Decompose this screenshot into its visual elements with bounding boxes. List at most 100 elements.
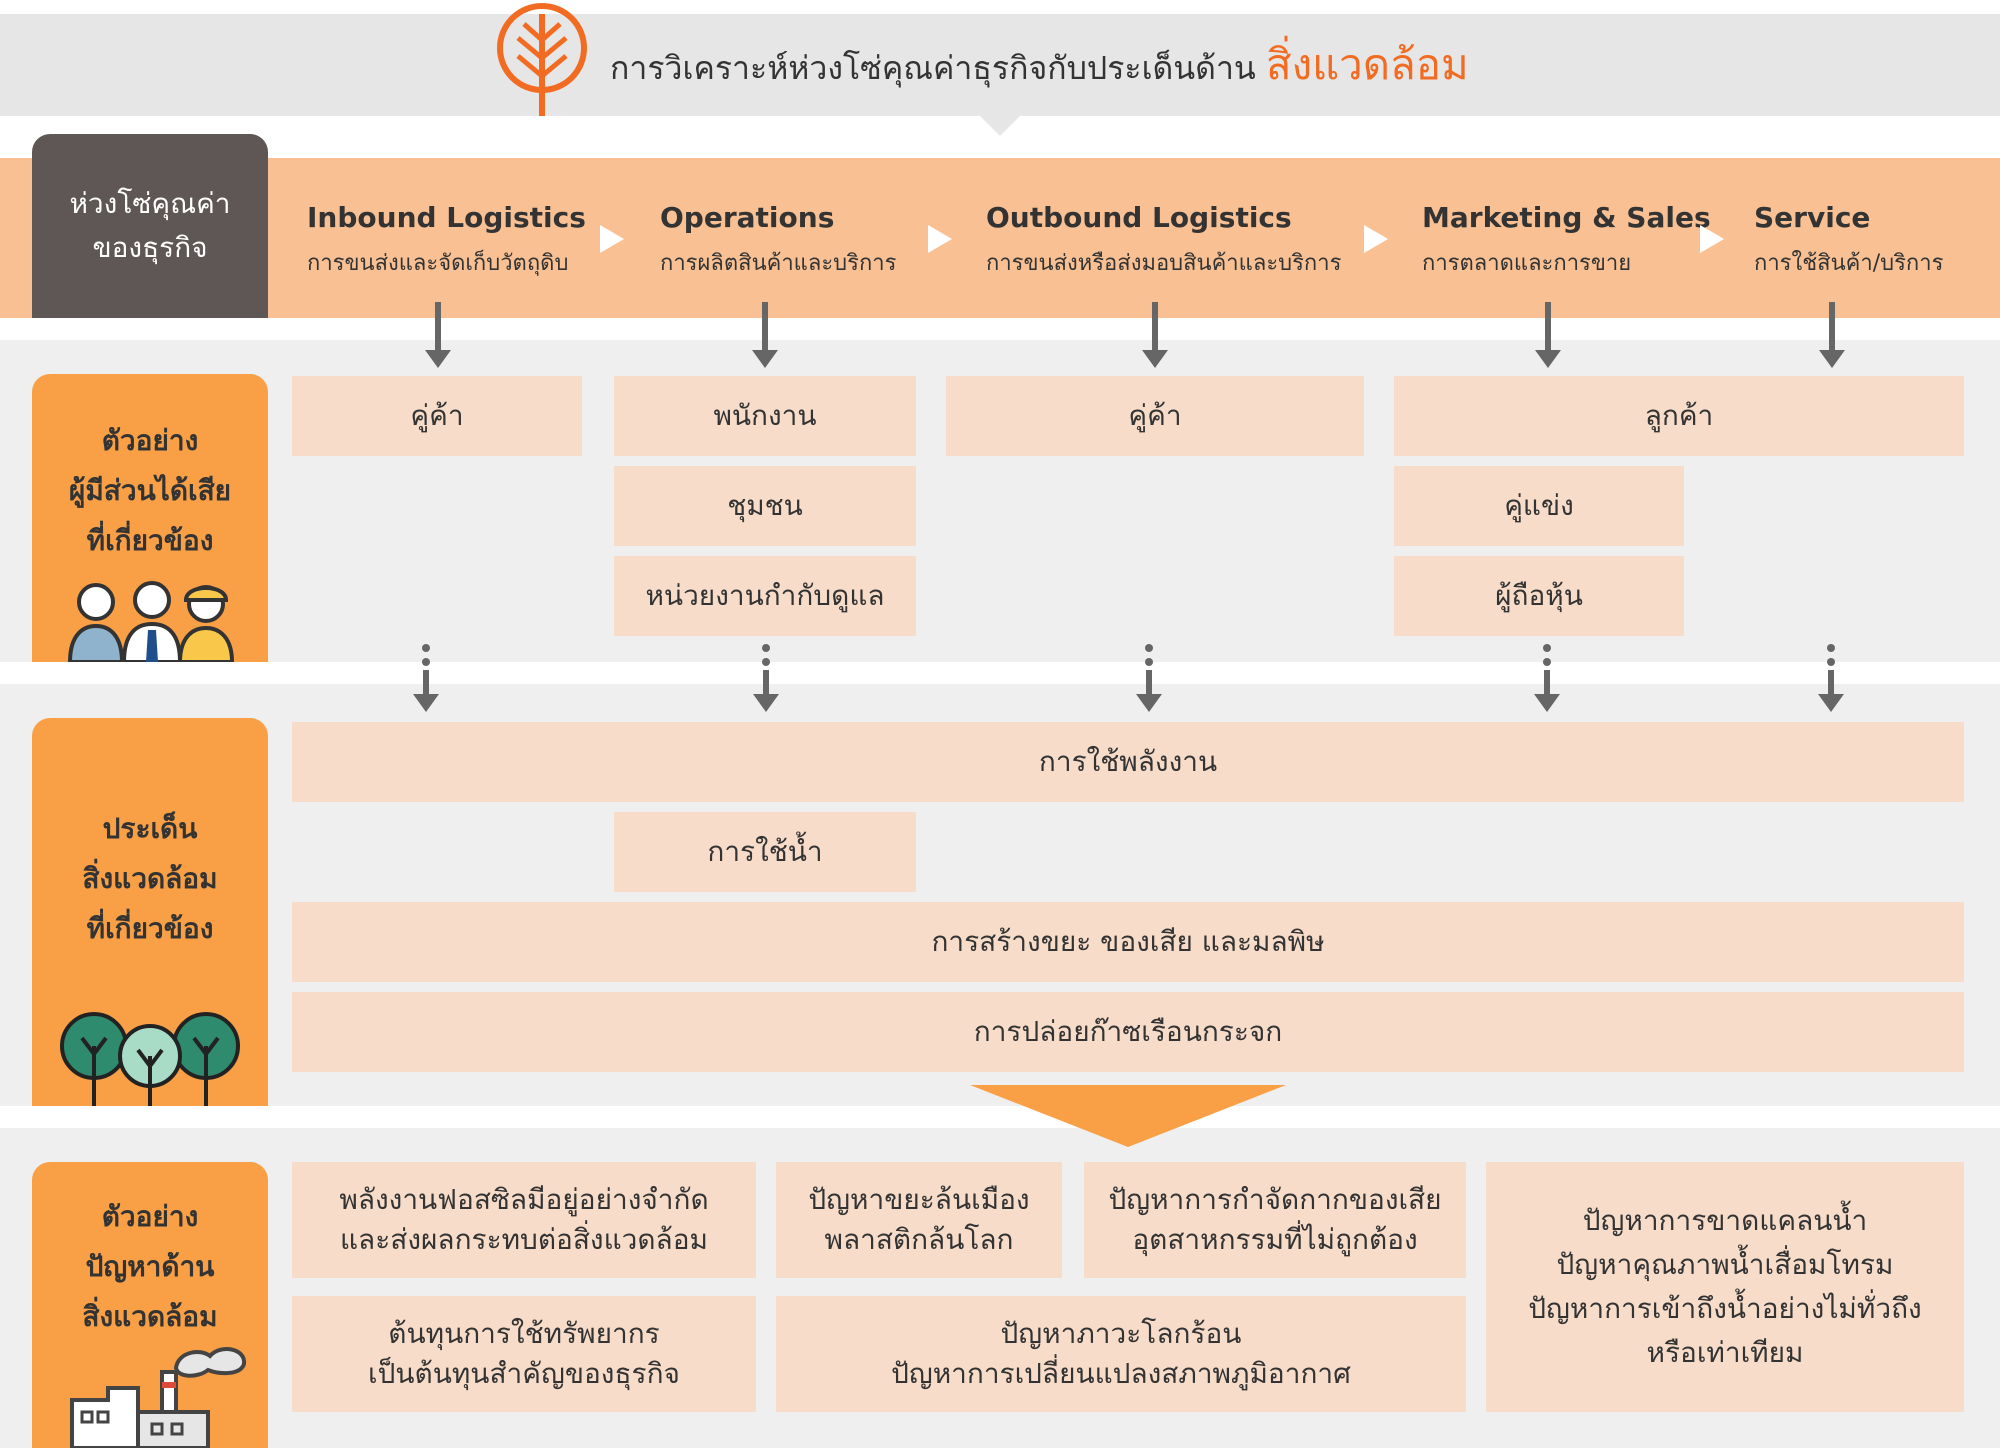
problem-line: ต้นทุนการใช้ทรัพยากร [388, 1317, 660, 1350]
play-arrow-icon [1700, 225, 1724, 253]
problem-line: เป็นต้นทุนสำคัญของธุรกิจ [368, 1357, 680, 1390]
title-main: การวิเคราะห์ห่วงโซ่คุณค่าธุรกิจกับประเด็… [610, 49, 1256, 87]
problem-line: และส่งผลกระทบต่อสิ่งแวดล้อม [340, 1223, 708, 1256]
stakeholder-box-supplier-inbound: คู่ค้า [292, 376, 582, 456]
problem-box-resource-cost: ต้นทุนการใช้ทรัพยากรเป็นต้นทุนสำคัญของธุ… [292, 1296, 756, 1412]
stakeholder-box-employee: พนักงาน [614, 376, 916, 456]
big-down-arrow-icon [970, 1085, 1286, 1147]
stage-subtitle-marketing: การตลาดและการขาย [1422, 251, 1632, 276]
stage-subtitle-service: การใช้สินค้า/บริการ [1754, 251, 1944, 276]
play-arrow-icon [1364, 225, 1388, 253]
problem-label-line: ปัญหาด้าน [85, 1250, 215, 1283]
title-notch [980, 116, 1020, 136]
problem-line: ปัญหาคุณภาพน้ำเสื่อมโทรม [1556, 1248, 1894, 1281]
dot [1827, 644, 1835, 652]
problem-line: ปัญหาการกำจัดกากของเสีย [1108, 1183, 1442, 1216]
tree-logo-icon [497, 3, 587, 116]
problem-line: ปัญหาการเข้าถึงน้ำอย่างไม่ทั่วถึง [1528, 1292, 1922, 1325]
arrow-line [423, 670, 429, 694]
value-chain-band [0, 158, 2000, 318]
problem-box-industrial-waste: ปัญหาการกำจัดกากของเสียอุตสาหกรรมที่ไม่ถ… [1084, 1162, 1466, 1278]
problem-line: ปัญหาขยะล้นเมือง [808, 1183, 1030, 1216]
stage-title-inbound: Inbound Logistics [307, 201, 586, 234]
arrow-line [762, 302, 768, 350]
stakeholder-box-competitor: คู่แข่ง [1394, 466, 1684, 546]
arrow-down-icon [413, 694, 439, 712]
stakeholder-box-supplier-outbound: คู่ค้า [946, 376, 1364, 456]
value-chain-label-line1: ห่วงโซ่คุณค่า [69, 187, 231, 220]
arrow-line [435, 302, 441, 350]
issue-label-line: สิ่งแวดล้อม [82, 862, 218, 895]
title-accent: สิ่งแวดล้อม [1265, 40, 1469, 89]
arrow-line [1146, 670, 1152, 694]
dot [1145, 658, 1153, 666]
stage-title-marketing: Marketing & Sales [1422, 201, 1711, 234]
problem-line: พลาสติกล้นโลก [824, 1223, 1014, 1256]
arrow-line [1152, 302, 1158, 350]
dot [762, 658, 770, 666]
issue-box-waste: การสร้างขยะ ของเสีย และมลพิษ [292, 902, 1964, 982]
dot [1543, 644, 1551, 652]
arrow-down-icon [752, 350, 778, 368]
problem-label-line: ตัวอย่าง [101, 1200, 199, 1233]
people-icon [67, 581, 235, 662]
stage-title-outbound: Outbound Logistics [986, 201, 1292, 234]
stakeholder-side-label: ตัวอย่าง ผู้มีส่วนได้เสีย ที่เกี่ยวข้อง [32, 374, 268, 662]
issue-label-line: ประเด็น [102, 812, 198, 845]
issue-side-label: ประเด็น สิ่งแวดล้อม ที่เกี่ยวข้อง [32, 718, 268, 1106]
play-arrow-icon [928, 225, 952, 253]
arrow-down-icon [1535, 350, 1561, 368]
stage-title-service: Service [1754, 201, 1871, 234]
stakeholder-box-regulator: หน่วยงานกำกับดูแล [614, 556, 916, 636]
problem-box-water-issues: ปัญหาการขาดแคลนน้ำ ปัญหาคุณภาพน้ำเสื่อมโ… [1486, 1162, 1964, 1412]
arrow-down-icon [1534, 694, 1560, 712]
factory-icon [70, 1347, 246, 1448]
title-band [0, 14, 2000, 116]
stakeholder-box-shareholder: ผู้ถือหุ้น [1394, 556, 1684, 636]
dot [762, 644, 770, 652]
trees-icon [60, 1012, 240, 1106]
arrow-down-icon [1819, 350, 1845, 368]
problem-box-climate: ปัญหาภาวะโลกร้อนปัญหาการเปลี่ยนแปลงสภาพภ… [776, 1296, 1466, 1412]
value-chain-label-line2: ของธุรกิจ [92, 231, 208, 264]
stakeholder-box-community: ชุมชน [614, 466, 916, 546]
problem-line: ปัญหาการขาดแคลนน้ำ [1582, 1204, 1868, 1237]
issue-box-water: การใช้น้ำ [614, 812, 916, 892]
stakeholder-box-customer: ลูกค้า [1394, 376, 1964, 456]
arrow-line [763, 670, 769, 694]
value-chain-label: ห่วงโซ่คุณค่าของธุรกิจ [32, 134, 268, 318]
arrow-down-icon [425, 350, 451, 368]
dot [1543, 658, 1551, 666]
problem-line: หรือเท่าเทียม [1646, 1336, 1804, 1369]
problem-box-fossil-energy: พลังงานฟอสซิลมีอยู่อย่างจำกัดและส่งผลกระ… [292, 1162, 756, 1278]
problem-line: พลังงานฟอสซิลมีอยู่อย่างจำกัด [339, 1183, 709, 1216]
page-title: การวิเคราะห์ห่วงโซ่คุณค่าธุรกิจกับประเด็… [610, 30, 1469, 100]
arrow-line [1828, 670, 1834, 694]
dot [1145, 644, 1153, 652]
arrow-down-icon [1142, 350, 1168, 368]
arrow-down-icon [1136, 694, 1162, 712]
problem-box-plastic-waste: ปัญหาขยะล้นเมืองพลาสติกล้นโลก [776, 1162, 1062, 1278]
arrow-line [1544, 670, 1550, 694]
stage-title-operations: Operations [660, 201, 835, 234]
dot [1827, 658, 1835, 666]
problem-side-label: ตัวอย่าง ปัญหาด้าน สิ่งแวดล้อม [32, 1162, 268, 1448]
problem-line: ปัญหาการเปลี่ยนแปลงสภาพภูมิอากาศ [891, 1357, 1351, 1390]
stakeholder-label-line: ตัวอย่าง [101, 424, 199, 457]
stage-subtitle-outbound: การขนส่งหรือส่งมอบสินค้าและบริการ [986, 251, 1342, 276]
issue-box-ghg: การปล่อยก๊าซเรือนกระจก [292, 992, 1964, 1072]
stakeholder-label-line: ที่เกี่ยวข้อง [86, 524, 214, 557]
arrow-line [1829, 302, 1835, 350]
stage-subtitle-operations: การผลิตสินค้าและบริการ [660, 251, 897, 276]
issue-label-line: ที่เกี่ยวข้อง [86, 912, 214, 945]
problem-line: ปัญหาภาวะโลกร้อน [1000, 1317, 1242, 1350]
stakeholder-label-line: ผู้มีส่วนได้เสีย [68, 474, 232, 507]
arrow-line [1545, 302, 1551, 350]
arrow-down-icon [753, 694, 779, 712]
dot [422, 644, 430, 652]
play-arrow-icon [600, 225, 624, 253]
dot [422, 658, 430, 666]
problem-line: อุตสาหกรรมที่ไม่ถูกต้อง [1132, 1223, 1418, 1256]
issue-box-energy: การใช้พลังงาน [292, 722, 1964, 802]
problem-label-line: สิ่งแวดล้อม [82, 1300, 218, 1333]
